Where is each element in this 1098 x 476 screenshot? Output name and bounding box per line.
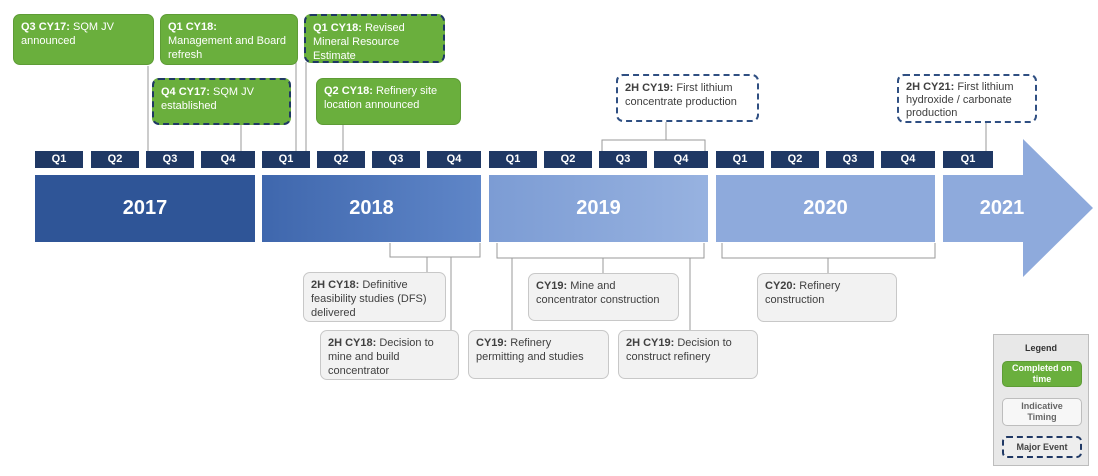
- event-revised-mineral-resource: Q1 CY18: Revised Mineral Resource Estima…: [304, 14, 445, 63]
- year-arrow-2021: [943, 139, 1093, 277]
- quarter-q3-2019: Q3: [599, 151, 647, 168]
- year-bar-2018: 2018: [262, 175, 481, 242]
- quarter-q2-2017: Q2: [91, 151, 139, 168]
- quarter-q1-2021: Q1: [943, 151, 993, 168]
- legend-major-event: Major Event: [1002, 436, 1082, 458]
- year-bar-2017: 2017: [35, 175, 255, 242]
- year-bar-2020: 2020: [716, 175, 935, 242]
- quarter-q2-2020: Q2: [771, 151, 819, 168]
- event-refinery-site-announced: Q2 CY18: Refinery site location announce…: [316, 78, 461, 125]
- year-bar-2019: 2019: [489, 175, 708, 242]
- quarter-q1-2018: Q1: [262, 151, 310, 168]
- quarter-q2-2019: Q2: [544, 151, 592, 168]
- event-decision-to-mine: 2H CY18: Decision to mine and build conc…: [320, 330, 459, 380]
- quarter-q4-2017: Q4: [201, 151, 255, 168]
- legend-indicative: Indicative Timing: [1002, 398, 1082, 426]
- quarter-q3-2020: Q3: [826, 151, 874, 168]
- quarter-q1-2017: Q1: [35, 151, 83, 168]
- quarter-q2-2018: Q2: [317, 151, 365, 168]
- legend-completed: Completed on time: [1002, 361, 1082, 387]
- quarter-q4-2020: Q4: [881, 151, 935, 168]
- quarter-q4-2018: Q4: [427, 151, 481, 168]
- event-first-lithium-hydroxide: 2H CY21: First lithium hydroxide / carbo…: [897, 74, 1037, 123]
- event-decision-construct-refinery: 2H CY19: Decision to construct refinery: [618, 330, 758, 379]
- event-mine-concentrator-construction: CY19: Mine and concentrator construction: [528, 273, 679, 321]
- quarter-q3-2018: Q3: [372, 151, 420, 168]
- event-refinery-permitting: CY19: Refinery permitting and studies: [468, 330, 609, 379]
- event-dfs-delivered: 2H CY18: Definitive feasibility studies …: [303, 272, 446, 322]
- year-label-2021: 2021: [979, 197, 1025, 219]
- quarter-q1-2019: Q1: [489, 151, 537, 168]
- quarter-q4-2019: Q4: [654, 151, 708, 168]
- event-sqm-jv-announced: Q3 CY17: SQM JV announced: [13, 14, 154, 65]
- legend: Legend Completed on time Indicative Timi…: [993, 334, 1089, 466]
- quarter-q3-2017: Q3: [146, 151, 194, 168]
- event-refinery-construction: CY20: Refinery construction: [757, 273, 897, 322]
- event-first-lithium-concentrate: 2H CY19: First lithium concentrate produ…: [616, 74, 759, 122]
- event-sqm-jv-established: Q4 CY17: SQM JV established: [152, 78, 291, 125]
- legend-title: Legend: [1024, 343, 1057, 353]
- event-management-board-refresh: Q1 CY18:Management and Board refresh: [160, 14, 298, 65]
- quarter-q1-2020: Q1: [716, 151, 764, 168]
